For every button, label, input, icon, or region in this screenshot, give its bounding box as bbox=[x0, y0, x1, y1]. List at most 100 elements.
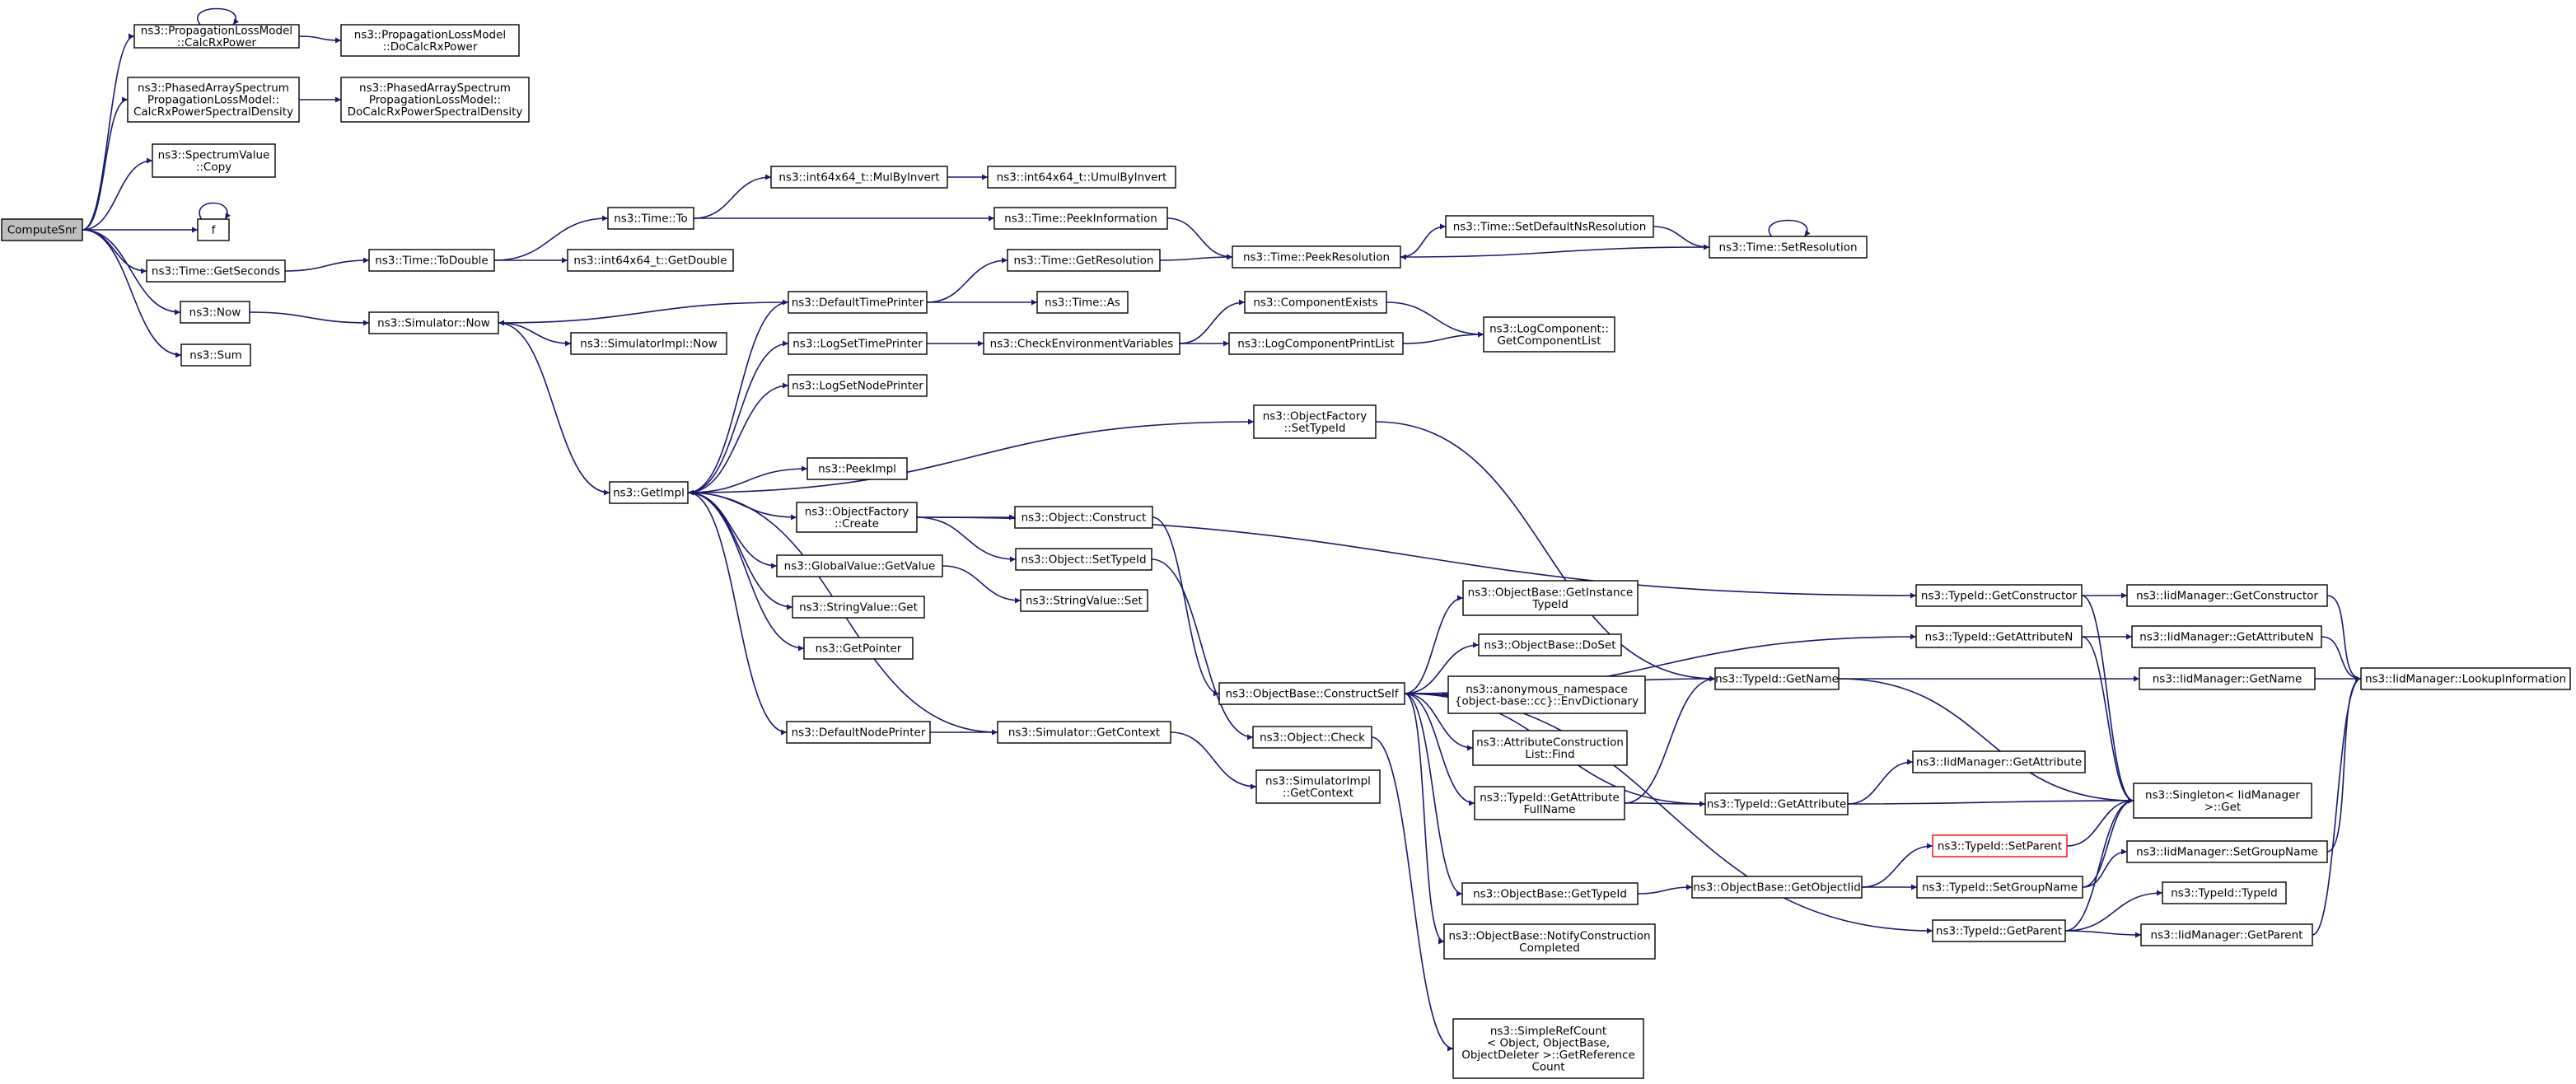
node-peekinformation[interactable]: ns3::Time::PeekInformation bbox=[993, 207, 1168, 230]
node-typeidtypeid[interactable]: ns3::TypeId::TypeId bbox=[2162, 881, 2287, 904]
node-box bbox=[1020, 589, 1148, 612]
nodes-layer: ComputeSnr ns3::PropagationLossModel::Cal… bbox=[1, 24, 2571, 1079]
node-getobjectiid[interactable]: ns3::ObjectBase::GetObjectIid bbox=[1691, 876, 1863, 899]
node-objectsettypeid[interactable]: ns3::Object::SetTypeId bbox=[1015, 548, 1152, 571]
node-componentexists[interactable]: ns3::ComponentExists bbox=[1244, 291, 1387, 314]
node-iidgetparent[interactable]: ns3::IidManager::GetParent bbox=[2140, 923, 2313, 946]
node-umulbyinvert[interactable]: ns3::int64x64_t::UmulByInvert bbox=[987, 166, 1176, 189]
node-typeidgetname[interactable]: ns3::TypeId::GetName bbox=[1714, 667, 1840, 690]
node-singletonget[interactable]: ns3::Singleton< IidManager>::Get bbox=[2133, 783, 2312, 819]
node-constructself[interactable]: ns3::ObjectBase::ConstructSelf bbox=[1218, 682, 1405, 705]
node-simnow[interactable]: ns3::Simulator::Now bbox=[368, 311, 499, 334]
node-objbasegettypeid[interactable]: ns3::ObjectBase::GetTypeId bbox=[1461, 882, 1639, 905]
node-mulbyinvert[interactable]: ns3::int64x64_t::MulByInvert bbox=[770, 166, 948, 189]
node-getseconds[interactable]: ns3::Time::GetSeconds bbox=[146, 259, 286, 283]
node-box bbox=[2126, 584, 2328, 607]
node-peekimpl[interactable]: ns3::PeekImpl bbox=[806, 457, 908, 480]
node-iidgetattributen[interactable]: ns3::IidManager::GetAttributeN bbox=[2131, 625, 2322, 648]
edge-typeidgetattribute-to-iidgetattribute bbox=[1847, 759, 1914, 805]
node-peekresolution[interactable]: ns3::Time::PeekResolution bbox=[1232, 245, 1401, 269]
node-label: ns3::LogComponent:: bbox=[1489, 322, 1609, 335]
node-simimplgetcontext[interactable]: ns3::SimulatorImpl::GetContext bbox=[1255, 769, 1381, 804]
node-defaultnodeprinter[interactable]: ns3::DefaultNodePrinter bbox=[786, 721, 931, 744]
node-iidgetname[interactable]: ns3::IidManager::GetName bbox=[2139, 667, 2316, 690]
node-typeidsetparent[interactable]: ns3::TypeId::SetParent bbox=[1932, 834, 2068, 857]
node-iidsetgroupname[interactable]: ns3::IidManager::SetGroupName bbox=[2126, 840, 2328, 863]
edge-getimpl-to-defaulttimeprinter bbox=[687, 299, 789, 493]
edge-typeidsetgroupname-to-singletonget bbox=[2082, 797, 2134, 888]
edge-checkenv-to-componentexists bbox=[1179, 299, 1246, 344]
edge-objectsettypeid-to-objectcheck bbox=[1151, 558, 1254, 741]
node-docalcrxpower[interactable]: ns3::PropagationLossModel::DoCalcRxPower bbox=[340, 24, 520, 57]
node-sum[interactable]: ns3::Sum bbox=[180, 343, 251, 367]
node-label: ns3::PhasedArraySpectrum bbox=[138, 82, 289, 95]
edge-objbasegettypeid-to-getobjectiid bbox=[1637, 884, 1693, 895]
node-defaulttimeprinter[interactable]: ns3::DefaultTimePrinter bbox=[788, 291, 928, 314]
node-box bbox=[2133, 783, 2312, 819]
node-notifyconstruction[interactable]: ns3::ObjectBase::NotifyConstructionCompl… bbox=[1443, 923, 1656, 960]
edge-componentexists-to-getcomponentlist bbox=[1386, 301, 1484, 338]
node-getpointer[interactable]: ns3::GetPointer bbox=[803, 637, 914, 660]
node-getresolution[interactable]: ns3::Time::GetResolution bbox=[1007, 249, 1161, 272]
node-getdouble[interactable]: ns3::int64x64_t::GetDouble bbox=[567, 249, 734, 272]
node-calcrxpower[interactable]: ns3::PropagationLossModel::CalcRxPower bbox=[133, 24, 300, 49]
node-globalvaluegetvalue[interactable]: ns3::GlobalValue::GetValue bbox=[776, 554, 943, 577]
node-setdefaultns[interactable]: ns3::Time::SetDefaultNsResolution bbox=[1445, 215, 1654, 238]
node-objectconstruct[interactable]: ns3::Object::Construct bbox=[1014, 506, 1153, 529]
node-logsettimeprinter[interactable]: ns3::LogSetTimePrinter bbox=[788, 332, 928, 355]
node-iidgetconstructor[interactable]: ns3::IidManager::GetConstructor bbox=[2126, 584, 2328, 607]
node-timeto[interactable]: ns3::Time::To bbox=[607, 207, 694, 230]
edge-constructself-to-getinstancetypeid bbox=[1404, 595, 1464, 694]
node-label: ns3::IidManager::GetName bbox=[2153, 673, 2303, 686]
node-f[interactable]: f bbox=[197, 218, 230, 241]
node-logsetnodeprinter[interactable]: ns3::LogSetNodePrinter bbox=[788, 374, 928, 397]
node-checkenv[interactable]: ns3::CheckEnvironmentVariables bbox=[983, 332, 1180, 355]
edge-simgetcontext-to-simimplgetcontext bbox=[1170, 731, 1257, 790]
node-simimplnow[interactable]: ns3::SimulatorImpl::Now bbox=[570, 332, 727, 355]
node-timeas[interactable]: ns3::Time::As bbox=[1036, 291, 1129, 314]
node-computesnr[interactable]: ComputeSnr bbox=[1, 218, 83, 241]
node-box bbox=[1474, 786, 1625, 820]
edge-iidsetgroupname-to-lookupinformation bbox=[2326, 675, 2362, 853]
node-stringvalueget[interactable]: ns3::StringValue::Get bbox=[792, 596, 925, 619]
node-box bbox=[792, 596, 925, 619]
node-typeidgetattribute[interactable]: ns3::TypeId::GetAttribute bbox=[1704, 792, 1849, 815]
node-box bbox=[1691, 876, 1863, 899]
node-getimpl[interactable]: ns3::GetImpl bbox=[609, 481, 689, 504]
node-label: ns3::TypeId::GetAttributeN bbox=[1925, 631, 2073, 644]
node-spectrumcopy[interactable]: ns3::SpectrumValue::Copy bbox=[152, 143, 276, 178]
node-typeidgetattributen[interactable]: ns3::TypeId::GetAttributeN bbox=[1915, 625, 2083, 648]
node-stringvalueset[interactable]: ns3::StringValue::Set bbox=[1020, 589, 1148, 612]
node-getcomponentlist[interactable]: ns3::LogComponent::GetComponentList bbox=[1483, 316, 1615, 353]
node-lookupinformation[interactable]: ns3::IidManager::LookupInformation bbox=[2360, 667, 2571, 690]
node-objectcheck[interactable]: ns3::Object::Check bbox=[1252, 726, 1372, 749]
edge-peekinformation-to-peekresolution bbox=[1166, 217, 1233, 260]
node-todouble[interactable]: ns3::Time::ToDouble bbox=[368, 249, 495, 272]
edge-defaulttimeprinter-to-simnow bbox=[498, 301, 789, 326]
node-iidgetattribute[interactable]: ns3::IidManager::GetAttribute bbox=[1912, 750, 2086, 773]
node-box bbox=[1445, 215, 1654, 238]
node-objfactorysettypeid[interactable]: ns3::ObjectFactory::SetTypeId bbox=[1253, 404, 1377, 439]
edge-computesnr-to-getseconds bbox=[82, 229, 147, 274]
node-box bbox=[180, 343, 251, 367]
node-label: ns3::IidManager::GetAttributeN bbox=[2139, 631, 2313, 644]
node-label: ns3::LogSetNodePrinter bbox=[792, 380, 923, 393]
node-doset[interactable]: ns3::ObjectBase::DoSet bbox=[1478, 633, 1622, 656]
node-phaseddocalc[interactable]: ns3::PhasedArraySpectrumPropagationLossM… bbox=[340, 77, 530, 123]
node-simgetcontext[interactable]: ns3::Simulator::GetContext bbox=[997, 721, 1171, 744]
node-now[interactable]: ns3::Now bbox=[180, 301, 250, 324]
node-box bbox=[1015, 548, 1152, 571]
node-typeidgetconstructor[interactable]: ns3::TypeId::GetConstructor bbox=[1915, 584, 2083, 607]
node-typeidsetgroupname[interactable]: ns3::TypeId::SetGroupName bbox=[1916, 876, 2083, 899]
node-objfactorycreate[interactable]: ns3::ObjectFactory::Create bbox=[796, 502, 918, 533]
node-getreferencecount[interactable]: ns3::SimpleRefCount< Object, ObjectBase,… bbox=[1452, 1018, 1644, 1079]
node-setresolution[interactable]: ns3::Time::SetResolution bbox=[1709, 236, 1868, 259]
node-envdictionary[interactable]: ns3::anonymous_namespace{object-base::cc… bbox=[1447, 675, 1646, 714]
node-logcompprintlist[interactable]: ns3::LogComponentPrintList bbox=[1228, 332, 1404, 355]
edge-iidgetconstructor-to-lookupinformation bbox=[2326, 595, 2362, 682]
node-typeidgetparent[interactable]: ns3::TypeId::GetParent bbox=[1932, 919, 2066, 942]
node-phasedcalc[interactable]: ns3::PhasedArraySpectrumPropagationLossM… bbox=[127, 77, 300, 123]
